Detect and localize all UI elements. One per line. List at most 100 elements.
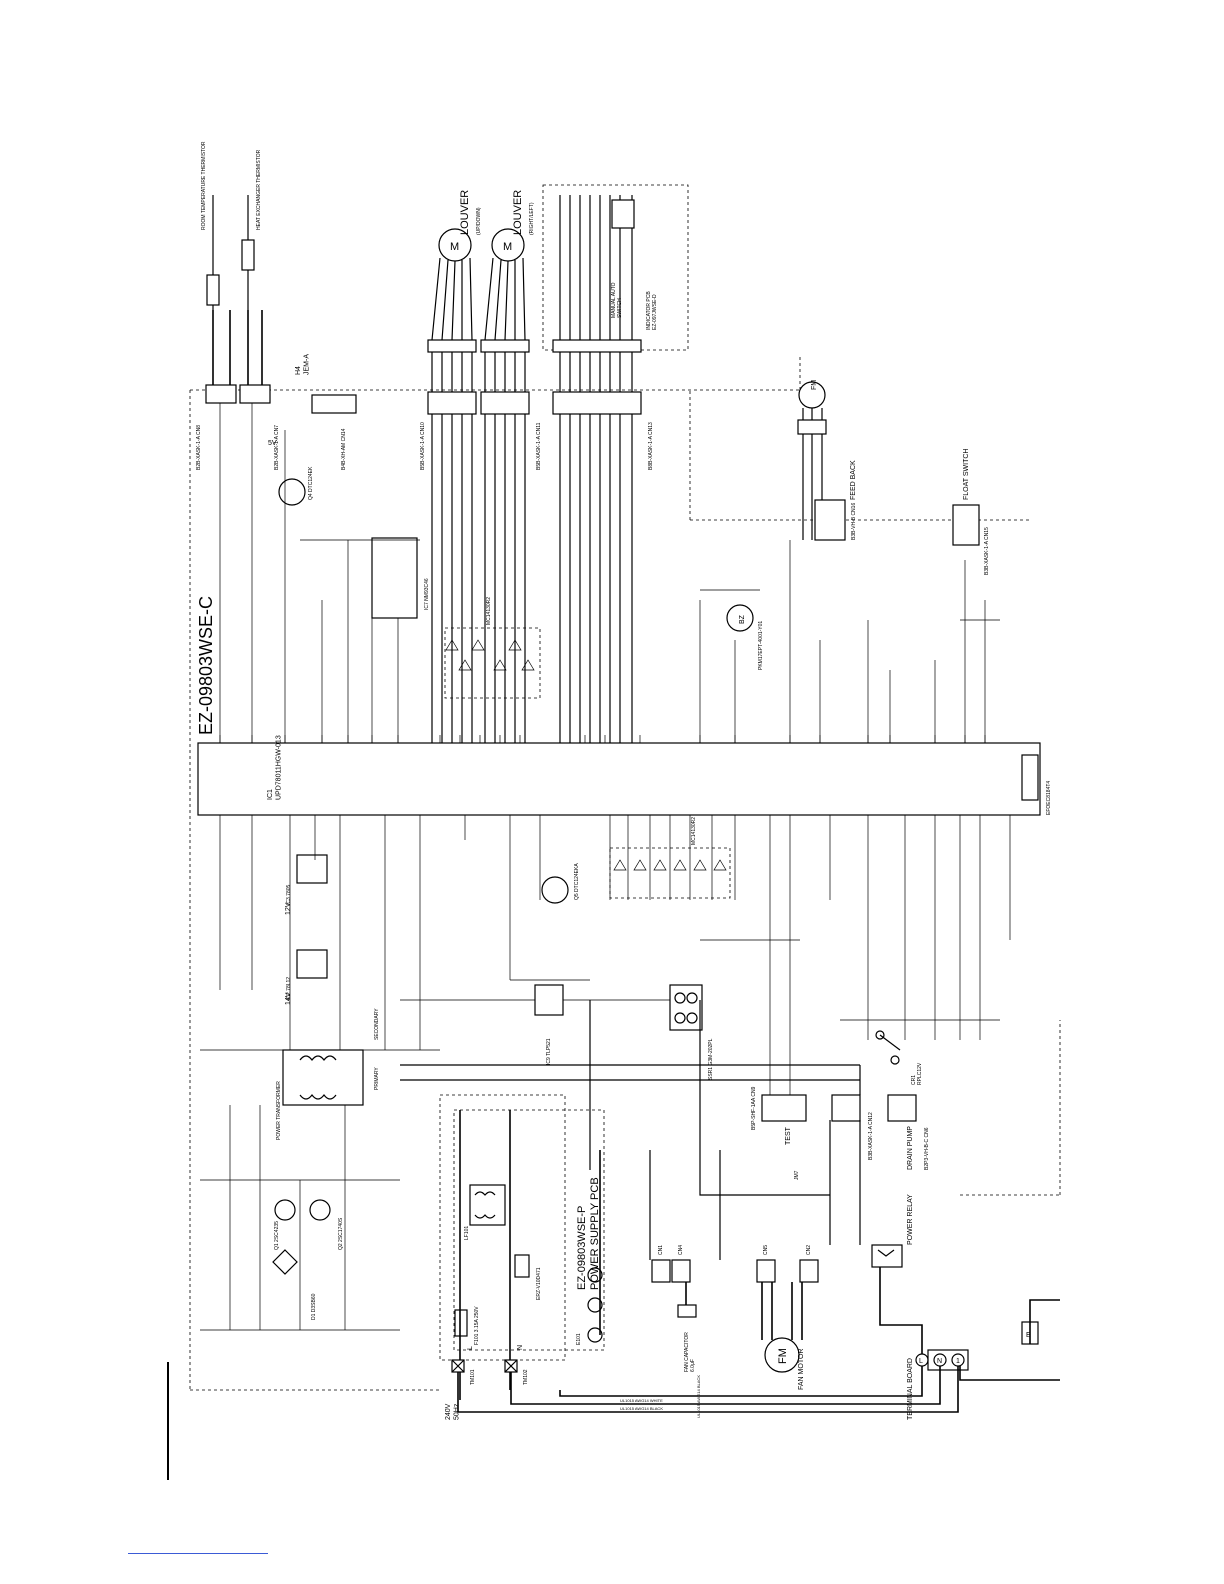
ic9-optocoupler (534, 984, 564, 1016)
supply-voltage-label: 240V 50Hz (445, 1402, 460, 1420)
power-relay-body (871, 1244, 903, 1268)
louver-updown-motor-symbol: M (450, 241, 459, 253)
cn11-connector (480, 391, 530, 415)
f101-fuse (454, 1309, 468, 1337)
ic7-eeprom (371, 537, 418, 619)
feedback-fan-motor-symbol: FM (811, 380, 818, 390)
wire-white-label: UL1015 AWG14 WHITE (620, 1398, 663, 1403)
d1-bridge (272, 1249, 298, 1275)
horizontal-bus-top (300, 539, 1000, 621)
power-pcb-outline (439, 1094, 566, 1361)
cn12-connector (831, 1094, 861, 1122)
buzzer-symbol: BZ (739, 614, 746, 624)
cn10-connector (427, 391, 477, 415)
cn9-connector (761, 1094, 807, 1122)
fan-capacitor-label: FAN CAPACITOR 6.0μF (684, 1331, 696, 1372)
indicator-plug (552, 339, 642, 353)
power-pcb-label: EZ-09803WSE-P POWER SUPPLY PCB (576, 1177, 601, 1290)
buzzer (726, 604, 754, 632)
heat-exchanger-thermistor-symbol (241, 239, 255, 271)
wire-black-label-1: UL1015 AWG14 BLACK (696, 1375, 701, 1418)
power-relay-label: POWER RELAY (907, 1194, 914, 1245)
louver-rightleft-motor-symbol: M (503, 241, 512, 253)
cr1-label: CR1 RPLC12V (911, 1062, 923, 1085)
terminal-l-label: L (919, 1358, 923, 1365)
driver-triangles (445, 639, 535, 671)
fan-driver-ic (609, 847, 731, 899)
thermistors: ROOM TEMPERATURE THERMISTOR HEAT EXCHANG… (196, 141, 280, 470)
q4-transistor (278, 478, 306, 506)
left-margin-bar (167, 1362, 169, 1480)
cn13-label: B8B-XASK-1-A CN13 (648, 422, 654, 470)
main-pcb-title: EZ-09803WSE-C (196, 596, 216, 735)
top-signal-wires (219, 403, 986, 743)
cn14-connector (311, 394, 357, 414)
louver-driver-ic (444, 627, 541, 699)
ic5-label: MC14130R2 (691, 817, 697, 845)
room-thermistor-label: ROOM TEMPERATURE THERMISTOR (201, 141, 207, 230)
mains-wiring (457, 1267, 1060, 1413)
fan-motor (764, 1337, 800, 1373)
cn16-connector (814, 499, 846, 541)
cpu-ic1-block (197, 742, 1041, 816)
cn8-label: B2B-XASK-1-A CN8 (196, 425, 202, 470)
q1-label: Q1 2SC4235 (274, 1221, 280, 1250)
vr101-varistor (514, 1254, 530, 1278)
h4-label: H4 JEM-A (295, 354, 310, 375)
louver-updown-plug (427, 339, 477, 353)
fan-motor-label: FAN MOTOR (798, 1349, 805, 1390)
cn1-connector (651, 1259, 671, 1283)
ic2-regulator (296, 949, 328, 979)
manual-auto-switch-label: MANUAL AUTO SWITCH (611, 281, 623, 318)
photo-sensor (611, 199, 635, 229)
heat-exchanger-thermistor-label: HEAT EXCHANGER THERMISTOR (256, 149, 262, 230)
louver-motors: M M LOUVER (UP/DOWN) LOUVER (RIGHT/LEFT)… (420, 190, 542, 743)
indicator-pcb-outline (542, 184, 689, 351)
terminal-board-label: TERMINAL BOARD (907, 1358, 914, 1420)
lower-long-buses (400, 1000, 861, 1260)
terminal-n-label: N (937, 1358, 942, 1365)
drain-pump-label: DRAIN PUMP (907, 1126, 914, 1170)
lower-driver-triangles (613, 859, 727, 871)
primary-label: PRIMARY (374, 1067, 380, 1090)
ssr1: SSR1 G3M-202PL (669, 984, 714, 1080)
cn6-label: B2P3-VH-B-C CN6 (924, 1127, 930, 1170)
cn11-label: B5B-XASK-1-A CN11 (536, 422, 542, 470)
v14-rail-label: 14V (285, 992, 292, 1005)
power-supply-pcb: EZ-09803WSE-P POWER SUPPLY PCB LF101 F10… (454, 1110, 819, 1400)
cn5-connector (756, 1259, 776, 1283)
lf101-filter (469, 1184, 506, 1226)
cn8-connector (205, 384, 237, 404)
ssr1-label: SSR1 G3M-202PL (708, 1038, 714, 1080)
cpu-label: IC1 UPD78011HGW-013 (267, 735, 282, 800)
wire-black-label: UL1015 AWG14 BLACK (620, 1406, 663, 1411)
w103-terminal (587, 1297, 603, 1313)
earth-label: E (1026, 1332, 1031, 1339)
power-pcb-inner-outline (453, 1109, 605, 1351)
power-relay: POWER RELAY (871, 1194, 914, 1268)
feedback-plug (797, 419, 827, 435)
terminal-1-label: 1 (956, 1358, 960, 1365)
power-transformer: POWER TRANSFORMER PRIMARY SECONDARY (276, 1008, 380, 1140)
e101-terminal (587, 1327, 603, 1343)
resonator (1021, 754, 1039, 801)
cn15-label: B3B-XASK-1-A CN15 (984, 527, 990, 575)
cn16-label: B3B-VH-B CN16 (851, 503, 857, 540)
e101-label: E101 (576, 1333, 582, 1345)
jm7-label: JM7 (794, 1170, 800, 1180)
secondary-label: SECONDARY (374, 1008, 380, 1040)
bottom-signal-wires (219, 823, 1011, 1095)
v5-rail-label: 5V (268, 440, 277, 447)
vr101-label: ERZ-V10D471 (536, 1267, 542, 1300)
fan-motor-symbol: FM (777, 1348, 789, 1364)
cn2-connector (799, 1259, 819, 1283)
ic3-label: IC3 7805 (286, 884, 292, 905)
ic3-regulator (296, 854, 328, 884)
ic7-label: IC7 NM93C46 (424, 578, 430, 610)
lf101-label: LF101 (464, 1226, 470, 1240)
indicator-pcb: INDICATOR PCB EZ-097JWSE-D MANUAL AUTO S… (552, 195, 658, 743)
cn7-label: B2B-XASK-1-A CN7 (274, 425, 280, 470)
page-footer-line (128, 1553, 268, 1554)
q2-label: Q2 2SC1740S (338, 1217, 344, 1250)
w104-terminal (587, 1267, 603, 1283)
